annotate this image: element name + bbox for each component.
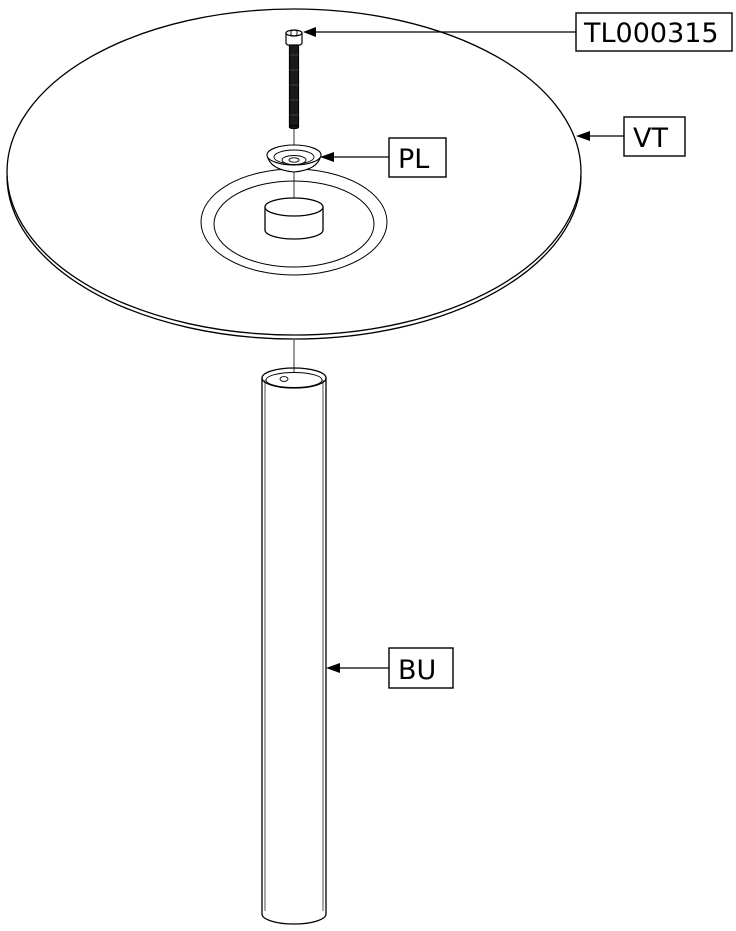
callout-tabletop-label: VT xyxy=(633,123,668,154)
tabletop-top-edge xyxy=(6,8,582,336)
column-part xyxy=(261,367,327,925)
callout-column: BU xyxy=(326,647,454,689)
callout-screw: TL000315 xyxy=(303,12,733,52)
plate-part xyxy=(266,144,322,173)
callout-tabletop-box xyxy=(623,116,686,157)
callout-screw-label: TL000315 xyxy=(583,18,719,49)
callout-column-box xyxy=(388,647,454,689)
column-pin-hole xyxy=(279,376,289,382)
plate-hole xyxy=(288,157,300,163)
column-bottom-end xyxy=(261,913,327,925)
tabletop-boss xyxy=(264,197,324,240)
callout-screw-box xyxy=(575,12,733,52)
tabletop-bottom-edge xyxy=(6,175,582,340)
callout-tabletop: VT xyxy=(576,116,686,157)
screw-part xyxy=(285,29,303,130)
callout-column-label: BU xyxy=(398,655,436,686)
tabletop-part xyxy=(6,8,582,340)
callout-plate-box xyxy=(388,137,447,178)
callout-plate: PL xyxy=(320,137,447,178)
callout-plate-label: PL xyxy=(398,144,429,175)
column-top-opening xyxy=(261,367,327,389)
